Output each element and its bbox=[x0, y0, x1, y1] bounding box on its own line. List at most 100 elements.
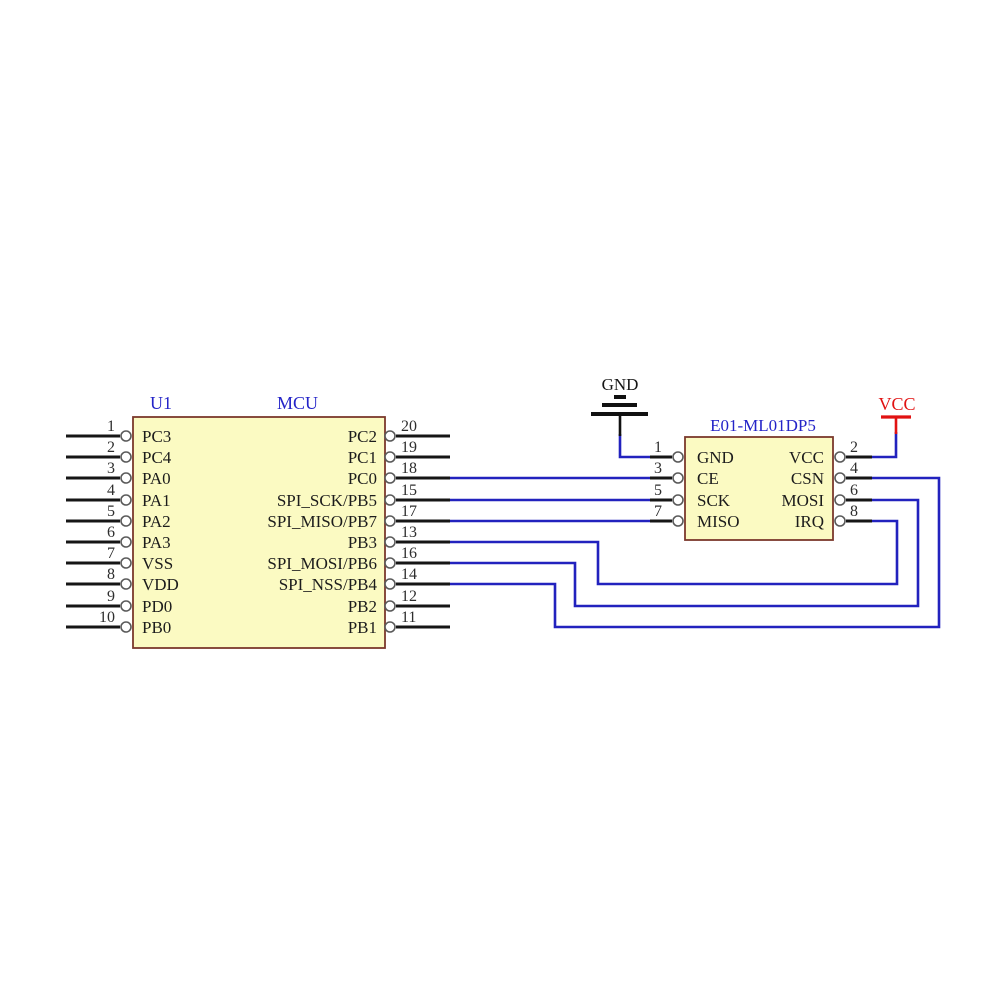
pin-number: 20 bbox=[401, 418, 417, 435]
pin-circle bbox=[672, 494, 684, 506]
pin-name: PB2 bbox=[348, 597, 377, 616]
pin-number: 18 bbox=[401, 460, 417, 477]
pin-number: 1 bbox=[654, 439, 662, 456]
mcu-pin-12: 12 PB2 bbox=[348, 588, 450, 616]
pin-circle bbox=[120, 600, 132, 612]
pin-circle bbox=[384, 515, 396, 527]
vcc-symbol: VCC bbox=[878, 394, 916, 434]
pin-number: 19 bbox=[401, 439, 417, 456]
mcu-pin-20: 20 PC2 bbox=[348, 418, 450, 446]
pin-number: 13 bbox=[401, 524, 417, 541]
pin-circle bbox=[384, 494, 396, 506]
pin-name: IRQ bbox=[795, 512, 824, 531]
mcu-pin-3: 3 PA0 bbox=[66, 460, 171, 488]
wires bbox=[449, 432, 941, 629]
pin-name: CSN bbox=[791, 469, 824, 488]
pin-name: PB0 bbox=[142, 618, 171, 637]
pin-name: PD0 bbox=[142, 597, 172, 616]
pin-name: VSS bbox=[142, 554, 173, 573]
pin-circle bbox=[672, 515, 684, 527]
module-left-pins: 1 GND 3 CE 5 SCK 7 MISO bbox=[650, 439, 740, 531]
pin-name: SPI_SCK/PB5 bbox=[277, 491, 377, 510]
module-title: E01-ML01DP5 bbox=[710, 416, 816, 435]
pin-circle bbox=[834, 472, 846, 484]
pin-number: 7 bbox=[107, 545, 115, 562]
mcu-pin-14: 14 SPI_NSS/PB4 bbox=[279, 566, 450, 594]
pin-number: 8 bbox=[850, 503, 858, 520]
pin-circle bbox=[120, 472, 132, 484]
mcu-refdes: U1 bbox=[150, 393, 172, 413]
pin-circle bbox=[120, 621, 132, 633]
pin-number: 3 bbox=[654, 460, 662, 477]
mcu-pin-17: 17 SPI_MISO/PB7 bbox=[267, 503, 450, 531]
mcu-component: U1 MCU 1 PC3 2 PC4 3 PA0 bbox=[66, 393, 450, 649]
mcu-pin-18: 18 PC0 bbox=[348, 460, 450, 488]
pin-name: PC2 bbox=[348, 427, 377, 446]
mcu-pin-1: 1 PC3 bbox=[66, 418, 171, 446]
pin-circle bbox=[834, 515, 846, 527]
pin-number: 17 bbox=[401, 503, 417, 520]
pin-number: 6 bbox=[107, 524, 115, 541]
wire-pb6-mosi bbox=[449, 498, 920, 608]
pin-circle bbox=[834, 494, 846, 506]
module-pin-8: 8 IRQ bbox=[795, 503, 872, 531]
ground-label: GND bbox=[602, 375, 639, 394]
pin-circle bbox=[384, 600, 396, 612]
pin-name: PB1 bbox=[348, 618, 377, 637]
module-pin-4: 4 CSN bbox=[791, 460, 872, 488]
pin-name: PC1 bbox=[348, 448, 377, 467]
pin-name: PA0 bbox=[142, 469, 171, 488]
pin-circle bbox=[120, 430, 132, 442]
pin-number: 2 bbox=[850, 439, 858, 456]
mcu-pin-7: 7 VSS bbox=[66, 545, 173, 573]
module-pin-3: 3 CE bbox=[650, 460, 719, 488]
mcu-pin-9: 9 PD0 bbox=[66, 588, 172, 616]
pin-name: MOSI bbox=[781, 491, 824, 510]
pin-name: VCC bbox=[789, 448, 824, 467]
pin-circle bbox=[672, 451, 684, 463]
pin-name: VDD bbox=[142, 575, 179, 594]
mcu-left-pins: 1 PC3 2 PC4 3 PA0 4 PA1 bbox=[66, 418, 179, 637]
mcu-pin-19: 19 PC1 bbox=[348, 439, 450, 467]
pin-name: MISO bbox=[697, 512, 740, 531]
mcu-pin-15: 15 SPI_SCK/PB5 bbox=[277, 482, 450, 510]
pin-circle bbox=[384, 621, 396, 633]
module-pin-7: 7 MISO bbox=[650, 503, 740, 531]
pin-number: 3 bbox=[107, 460, 115, 477]
pin-name: GND bbox=[697, 448, 734, 467]
wire-pb3-irq bbox=[449, 519, 899, 586]
wire-gnd-net bbox=[618, 434, 650, 459]
pin-number: 1 bbox=[107, 418, 115, 435]
pin-name: PA2 bbox=[142, 512, 171, 531]
mcu-pin-11: 11 PB1 bbox=[348, 609, 450, 637]
pin-circle bbox=[120, 557, 132, 569]
module-right-pins: 2 VCC 4 CSN 6 MOSI 8 IRQ bbox=[781, 439, 872, 531]
pin-circle bbox=[384, 430, 396, 442]
pin-name: PA1 bbox=[142, 491, 171, 510]
pin-name: SPI_NSS/PB4 bbox=[279, 575, 378, 594]
mcu-pin-4: 4 PA1 bbox=[66, 482, 171, 510]
pin-number: 5 bbox=[654, 482, 662, 499]
mcu-pin-10: 10 PB0 bbox=[66, 609, 171, 637]
pin-number: 4 bbox=[107, 482, 115, 499]
pin-name: PC4 bbox=[142, 448, 172, 467]
pin-name: SPI_MISO/PB7 bbox=[267, 512, 377, 531]
pin-name: PC0 bbox=[348, 469, 377, 488]
module-body bbox=[684, 436, 834, 541]
mcu-title: MCU bbox=[277, 393, 318, 413]
module-pin-1: 1 GND bbox=[650, 439, 734, 467]
pin-number: 16 bbox=[401, 545, 417, 562]
pin-name: PB3 bbox=[348, 533, 377, 552]
mcu-pin-13: 13 PB3 bbox=[348, 524, 450, 552]
pin-number: 9 bbox=[107, 588, 115, 605]
pin-circle bbox=[384, 536, 396, 548]
rf-module-component: E01-ML01DP5 1 GND 3 CE 5 SCK bbox=[650, 416, 872, 541]
mcu-right-pins: 20 PC2 19 PC1 18 PC0 15 SPI_SCK/PB5 bbox=[267, 418, 450, 637]
pin-number: 14 bbox=[401, 566, 417, 583]
pin-number: 5 bbox=[107, 503, 115, 520]
pin-circle bbox=[384, 557, 396, 569]
pin-number: 15 bbox=[401, 482, 417, 499]
wire-pb4-csn bbox=[449, 476, 941, 629]
